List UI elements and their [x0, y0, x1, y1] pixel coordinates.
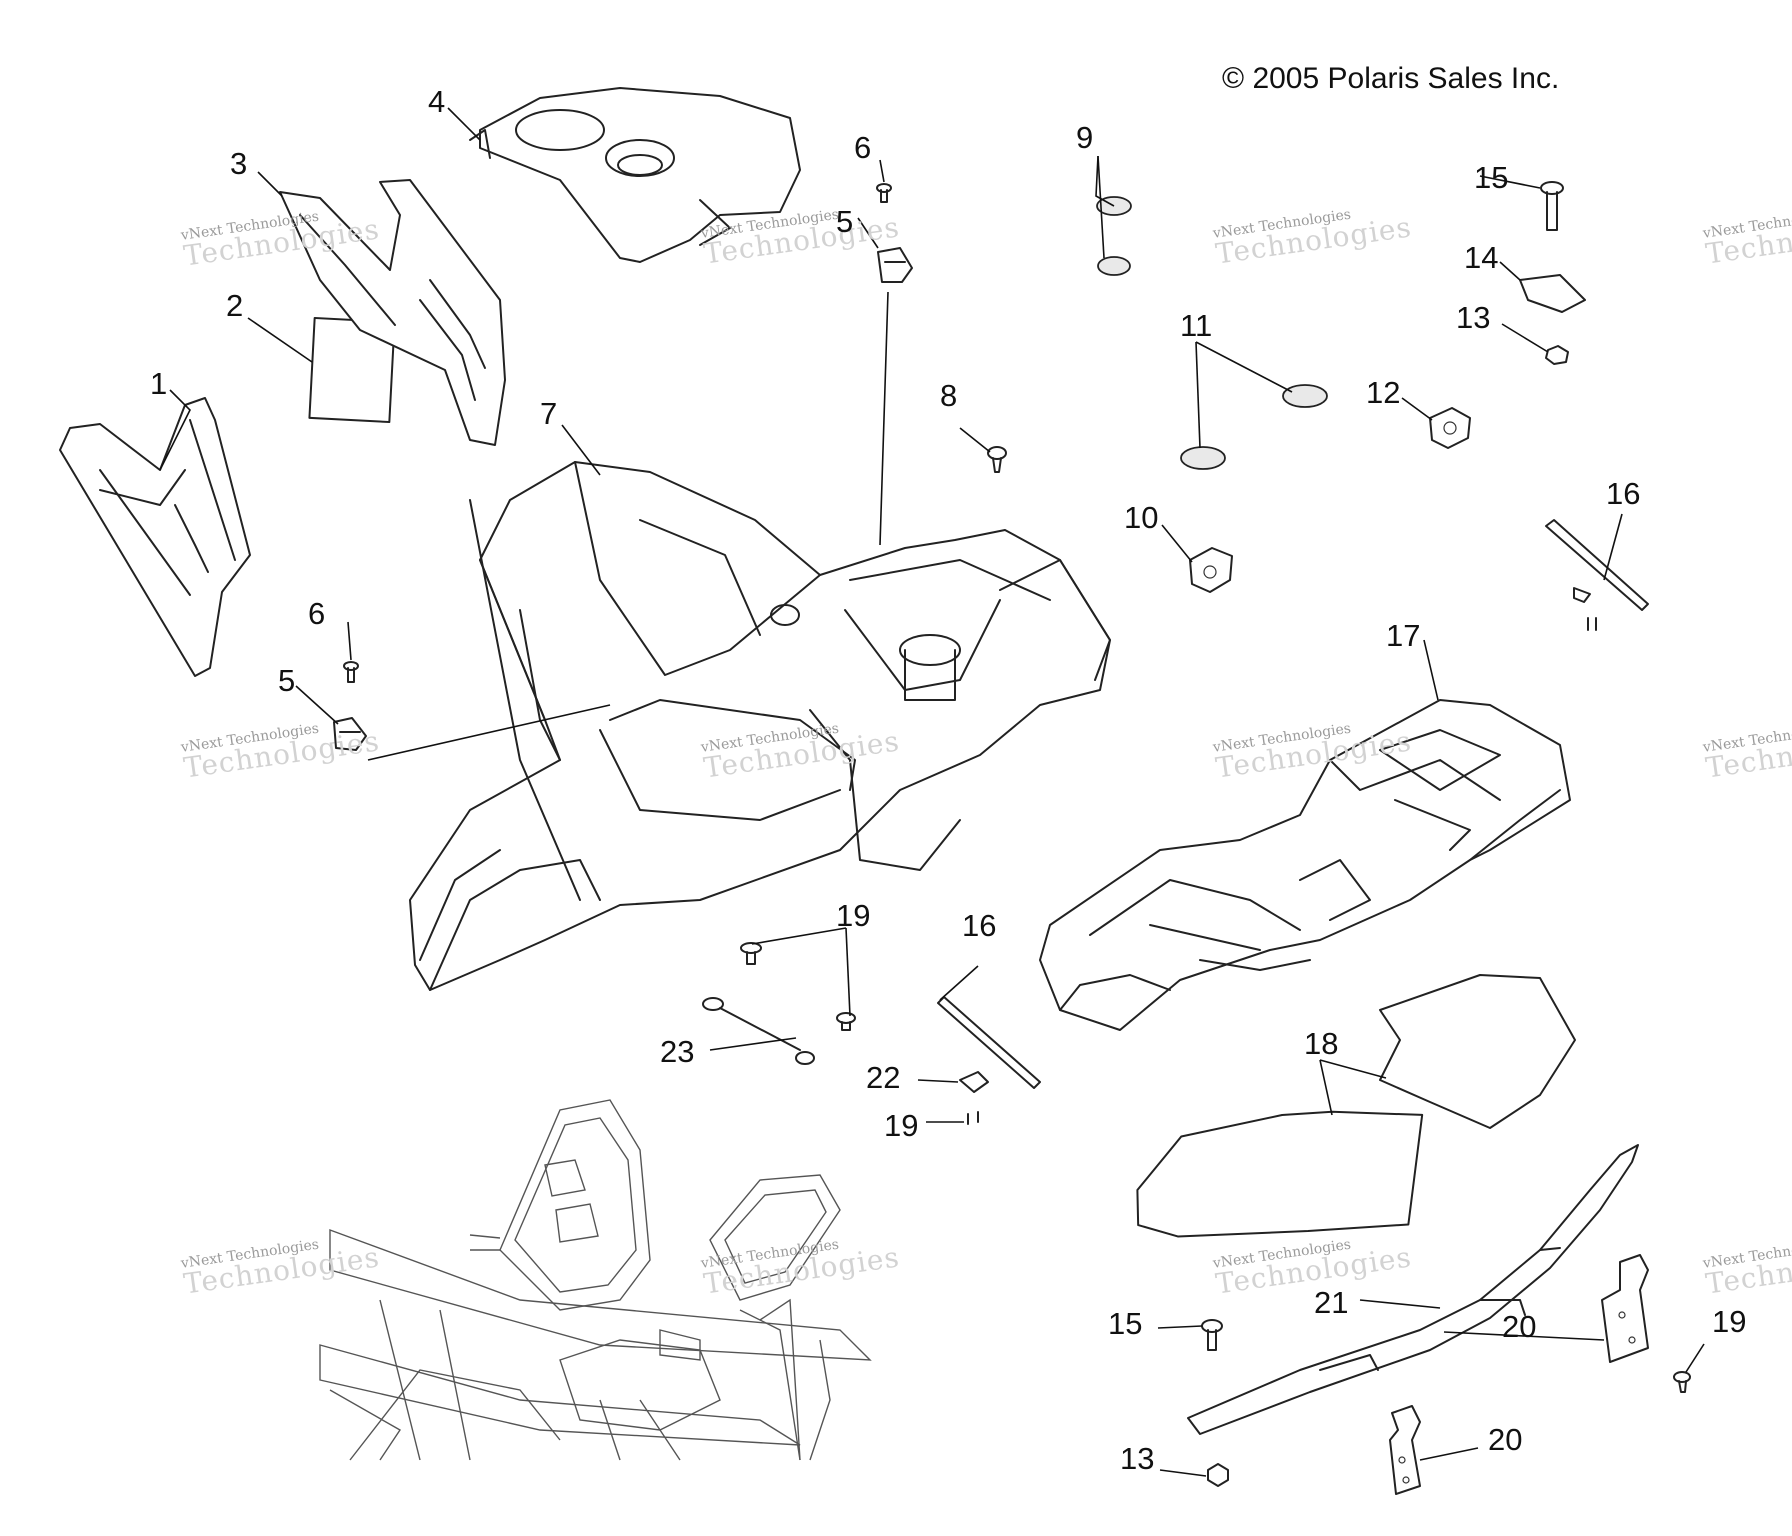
- part-15-bolt-upper: [1540, 181, 1564, 231]
- part-11-grommet-a: [1282, 384, 1328, 408]
- callout-8: 8: [940, 378, 958, 413]
- callout-11: 11: [1180, 308, 1213, 343]
- callout-12: 12: [1366, 375, 1401, 410]
- part-8-rivet: [987, 446, 1007, 473]
- part-22-clip: [959, 1071, 989, 1093]
- callout-4: 4: [428, 84, 446, 119]
- callout-15-upper: 15: [1474, 160, 1509, 195]
- callout-19-lower: 19: [884, 1108, 919, 1143]
- part-18-mat-a: [1136, 1110, 1424, 1238]
- copyright-notice: © 2005 Polaris Sales Inc.: [1222, 62, 1560, 95]
- callout-10: 10: [1124, 500, 1159, 535]
- callout-2: 2: [226, 288, 244, 323]
- callout-23: 23: [660, 1034, 695, 1069]
- part-19-screw-b: [836, 1012, 856, 1031]
- part-21-grab-bar: [1187, 1144, 1639, 1435]
- part-19-screw-c: [1673, 1371, 1691, 1393]
- callout-1: 1: [150, 366, 168, 401]
- part-13-nut-upper: [1545, 345, 1569, 365]
- part-23-strap: [702, 997, 815, 1065]
- part-14-plate: [1519, 274, 1586, 313]
- callout-6-lower: 6: [308, 596, 326, 631]
- part-1-side-panel: [59, 397, 251, 677]
- callout-15-lower: 15: [1108, 1306, 1143, 1341]
- callout-19-right: 19: [1712, 1304, 1747, 1339]
- callout-22: 22: [866, 1060, 901, 1095]
- callout-13-lower: 13: [1120, 1441, 1155, 1476]
- callout-18: 18: [1304, 1026, 1339, 1061]
- callout-20-lower: 20: [1488, 1422, 1523, 1457]
- part-19-screw-a: [740, 942, 762, 965]
- part-5-clip-upper: [877, 247, 913, 283]
- callout-16-upper: 16: [1606, 476, 1641, 511]
- callout-14: 14: [1464, 240, 1499, 275]
- part-16-rod-upper: [1545, 519, 1649, 631]
- callout-19-middle: 19: [836, 898, 871, 933]
- part-7-front-cab: [409, 461, 1111, 991]
- part-5-clip-lower: [333, 717, 367, 751]
- callout-7: 7: [540, 396, 558, 431]
- part-20-bracket-lower: [1389, 1405, 1421, 1495]
- part-15-bolt-lower: [1201, 1319, 1223, 1351]
- part-10-latch: [1189, 547, 1233, 593]
- callout-5-lower: 5: [278, 663, 296, 698]
- callout-5-upper: 5: [836, 204, 854, 239]
- callout-13-upper: 13: [1456, 300, 1491, 335]
- callout-17: 17: [1386, 618, 1421, 653]
- part-18-mat-b: [1379, 974, 1576, 1129]
- callout-20-upper: 20: [1502, 1309, 1537, 1344]
- part-20-bracket-upper: [1601, 1254, 1649, 1363]
- callout-16-lower: 16: [962, 908, 997, 943]
- part-6-screw-upper: [876, 183, 892, 203]
- callout-9: 9: [1076, 120, 1094, 155]
- leader-lines: [159, 107, 1705, 1477]
- frame-illustration: [319, 1099, 872, 1461]
- part-12-latch: [1429, 407, 1471, 449]
- part-17-rear-fender: [1039, 699, 1571, 1031]
- part-9-cap-b: [1097, 256, 1131, 276]
- callout-3: 3: [230, 146, 248, 181]
- part-13-nut-lower: [1207, 1463, 1229, 1487]
- part-6-screw-lower: [343, 661, 359, 683]
- part-11-grommet-b: [1180, 446, 1226, 470]
- part-3-fender-panel: [279, 179, 506, 446]
- callout-6-upper: 6: [854, 130, 872, 165]
- part-19-pins: [967, 1111, 979, 1125]
- part-16-rod-lower: [937, 996, 1041, 1089]
- callout-21: 21: [1314, 1285, 1349, 1320]
- part-4-pod-cover: [469, 87, 801, 263]
